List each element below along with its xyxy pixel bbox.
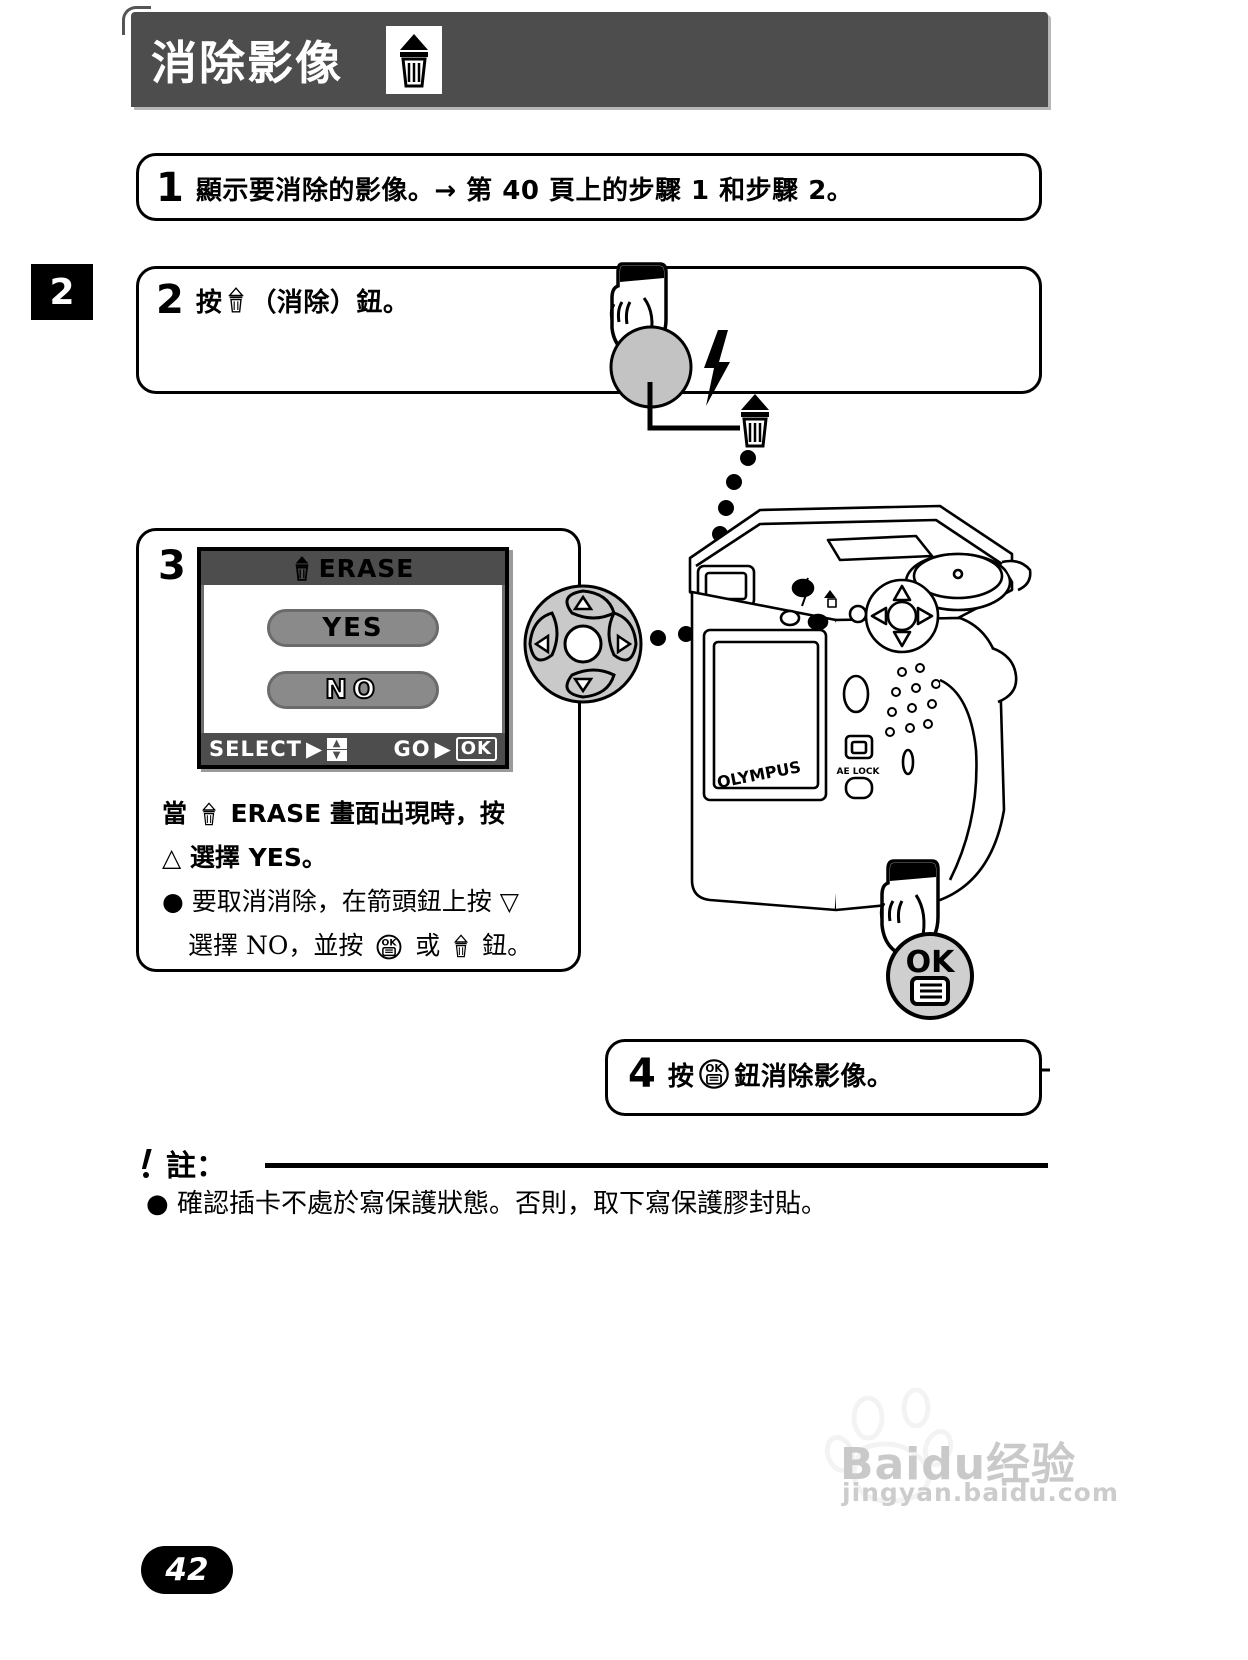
step-2-text-before: 按 [195,287,223,318]
lcd-screen-mockup: ERASE YES NO SELECT ▶ ▲▼ GO ▶ OK [197,547,509,769]
lcd-status-go: GO ▶ OK [393,737,497,761]
flash-icon [704,330,730,406]
ok-button-icon-svg: OK [376,934,402,960]
step-3-bullet-line2-after: 鈕。 [482,931,533,960]
step-3-desc-line1: 當 ERASE 畫面出現時，按 [162,792,572,836]
exclamation-icon [141,1149,152,1178]
ok-button-icon: OK [376,934,402,960]
trash-can-icon-svg [400,33,428,87]
erase-button-graphic [609,325,730,409]
svg-text:OK: OK [706,1063,724,1075]
step-3-number: 3 [158,543,186,589]
step-4-row: 4 按 OK 鈕消除影像。 [628,1054,893,1094]
watermark-subtext: jingyan.baidu.com [842,1478,1119,1507]
lcd-status-select-label: SELECT [209,737,302,761]
page-number: 42 [141,1546,233,1594]
step-1-box [136,153,1042,221]
ok-button-graphic[interactable]: OK [884,930,976,1022]
watermark-text: Baidu经验 [840,1439,1077,1490]
step-3-bullet-line2-mid: 或 [415,931,441,960]
lcd-option-yes[interactable]: YES [267,609,439,647]
step-3-desc-line2: △ 選擇 YES。 [162,843,327,872]
step-3-description: 當 ERASE 畫面出現時，按 △ 選擇 YES。 ● 要取消消除，在箭頭鈕上按… [162,792,572,968]
chapter-tab: 2 [31,264,93,320]
step-1-number: 1 [156,165,184,211]
flash-icon [801,577,809,607]
lcd-status-select: SELECT ▶ ▲▼ [209,737,348,761]
ae-lock-label: AE LOCK [837,767,881,777]
ok-key-icon: OK [455,737,497,761]
lcd-title-bar: ERASE [201,551,505,585]
svg-text:OK: OK [382,937,398,948]
right-arrow-icon: ▶ [434,737,452,761]
trash-can-icon-svg [201,802,216,826]
callout-connector-erase [647,382,740,431]
trash-can-icon [295,556,308,581]
ok-button-label: OK [906,945,957,980]
step-1-text: 顯示要消除的影像。→ 第 40 頁上的步驟 1 和步驟 2。 [195,175,854,206]
step-3-bullet-line1: ● 要取消消除，在箭頭鈕上按 ▽ [162,887,519,916]
page-title: 消除影像 [151,35,343,90]
lcd-body: YES NO [201,585,505,733]
page-header-bar: 消除影像 [131,12,1048,107]
trash-can-icon [741,394,769,448]
note-label: 註： [166,1149,226,1184]
trash-can-icon [226,287,246,313]
camera-illustration: OLYMPUS AE LOCK [688,504,1032,912]
trash-can-icon-svg [454,934,469,958]
lcd-status-go-label: GO [393,737,431,761]
note-divider [265,1163,1048,1168]
up-arrow-icon [572,594,594,611]
step-2-row: 2 按 （消除）鈕。 [156,280,409,320]
right-arrow-icon [616,633,633,655]
display-icon [850,740,868,755]
step-3-desc-line1-after: ERASE 畫面出現時，按 [230,799,505,828]
lcd-option-no[interactable]: NO [267,671,439,709]
step-4-number: 4 [628,1051,656,1097]
lcd-title-text: ERASE [318,553,415,583]
baidu-paw-icon [824,1387,954,1504]
trash-can-icon-svg [228,287,245,313]
step-3-bullet-line2: 選擇 NO，並按 OK 或 鈕 [162,924,572,968]
page-corner-decoration [122,6,151,35]
trash-can-icon [200,802,218,826]
arrow-pad-control[interactable] [522,583,644,705]
up-down-arrows-icon: ▲▼ [327,737,348,761]
ok-button-icon: OK [699,1059,730,1089]
step-4-text-before: 按 [667,1061,695,1092]
step-1-row: 1 顯示要消除的影像。→ 第 40 頁上的步驟 1 和步驟 2。 [156,168,853,208]
step-2-box [136,266,1042,394]
trash-can-icon [452,934,470,958]
note-body-text: ● 確認插卡不處於寫保護狀態。否則，取下寫保護膠封貼。 [146,1189,827,1219]
step-3-bullet-line2-before: 選擇 NO，並按 [188,931,364,960]
hand-pressing-ok-button-illustration [879,859,940,957]
note-heading: 註： [138,1141,226,1185]
ok-button-icon-svg: OK [699,1059,730,1089]
step-4-box [605,1039,1042,1116]
left-arrow-icon [533,633,550,655]
trash-can-icon [386,25,442,94]
step-3-desc-line1-before: 當 [162,799,188,828]
down-arrow-icon [572,677,594,694]
right-arrow-icon: ▶ [305,737,324,761]
step-4-text-after: 鈕消除影像。 [734,1061,894,1092]
step-2-text-after: （消除）鈕。 [250,287,410,318]
lcd-status-bar: SELECT ▶ ▲▼ GO ▶ OK [201,733,505,765]
step-2-number: 2 [156,277,184,323]
